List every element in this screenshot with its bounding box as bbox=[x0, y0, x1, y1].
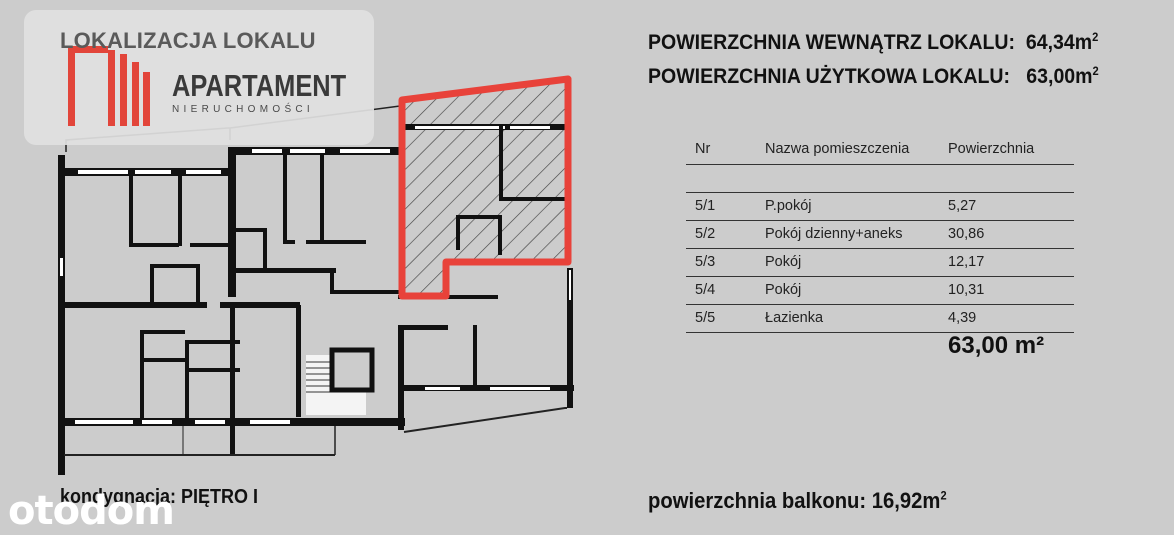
row-nr: 5/3 bbox=[695, 254, 716, 270]
header-name: Nazwa pomieszczenia bbox=[765, 141, 910, 157]
logo-panel bbox=[24, 10, 374, 145]
otodom-watermark: otodom bbox=[8, 488, 175, 534]
row-area: 12,17 bbox=[948, 254, 985, 270]
row-area: 30,86 bbox=[948, 226, 985, 242]
brand-name: APARTAMENT bbox=[172, 68, 347, 103]
table-spacer bbox=[686, 165, 1074, 193]
row-name: Pokój dzienny+aneks bbox=[765, 226, 903, 242]
usable-area-label: POWIERZCHNIA UŻYTKOWA LOKALU: bbox=[648, 65, 1011, 88]
balcony-area-text: powierzchnia balkonu: 16,92m bbox=[648, 488, 941, 513]
table-row: 5/1 P.pokój 5,27 bbox=[686, 193, 1074, 221]
table-header: Nr Nazwa pomieszczenia Powierzchnia bbox=[686, 136, 1074, 165]
usable-area: POWIERZCHNIA UŻYTKOWA LOKALU: 63,00m2 bbox=[648, 64, 1099, 89]
header-area: Powierzchnia bbox=[948, 141, 1035, 157]
room-table: Nr Nazwa pomieszczenia Powierzchnia 5/1 … bbox=[686, 136, 1074, 333]
unit-superscript: 2 bbox=[1092, 64, 1099, 78]
table-row: 5/2 Pokój dzienny+aneks 30,86 bbox=[686, 221, 1074, 249]
row-name: Pokój bbox=[765, 282, 802, 298]
location-title: LOKALIZACJA LOKALU bbox=[60, 28, 316, 53]
row-area: 10,31 bbox=[948, 282, 985, 298]
table-row: 5/4 Pokój 10,31 bbox=[686, 277, 1074, 305]
row-nr: 5/5 bbox=[695, 310, 716, 326]
row-name: Pokój bbox=[765, 254, 802, 270]
table-row: 5/3 Pokój 12,17 bbox=[686, 249, 1074, 277]
table-row: 5/5 Łazienka 4,39 bbox=[686, 305, 1074, 333]
row-name: Łazienka bbox=[765, 310, 824, 326]
total-area: 63,00 m² bbox=[948, 332, 1045, 359]
balcony-area: powierzchnia balkonu: 16,92m2 bbox=[648, 488, 947, 514]
brand-subtitle: NIERUCHOMOŚCI bbox=[172, 104, 315, 115]
inside-area: POWIERZCHNIA WEWNĄTRZ LOKALU: 64,34m2 bbox=[648, 30, 1098, 55]
row-nr: 5/1 bbox=[695, 198, 716, 214]
floor-label: kondygnacja: PIĘTRO I bbox=[60, 486, 259, 508]
inside-area-value: 64,34m bbox=[1025, 31, 1093, 54]
row-nr: 5/2 bbox=[695, 226, 716, 242]
row-nr: 5/4 bbox=[695, 282, 716, 298]
inside-area-label: POWIERZCHNIA WEWNĄTRZ LOKALU: bbox=[648, 31, 1016, 54]
header-nr: Nr bbox=[695, 141, 711, 157]
unit-superscript: 2 bbox=[940, 488, 947, 503]
row-area: 4,39 bbox=[948, 310, 977, 326]
row-area: 5,27 bbox=[948, 198, 977, 214]
row-name: P.pokój bbox=[765, 198, 812, 214]
unit-superscript: 2 bbox=[1092, 30, 1099, 44]
brand-logo-icon bbox=[68, 46, 150, 126]
usable-area-value: 63,00m bbox=[1026, 65, 1093, 88]
